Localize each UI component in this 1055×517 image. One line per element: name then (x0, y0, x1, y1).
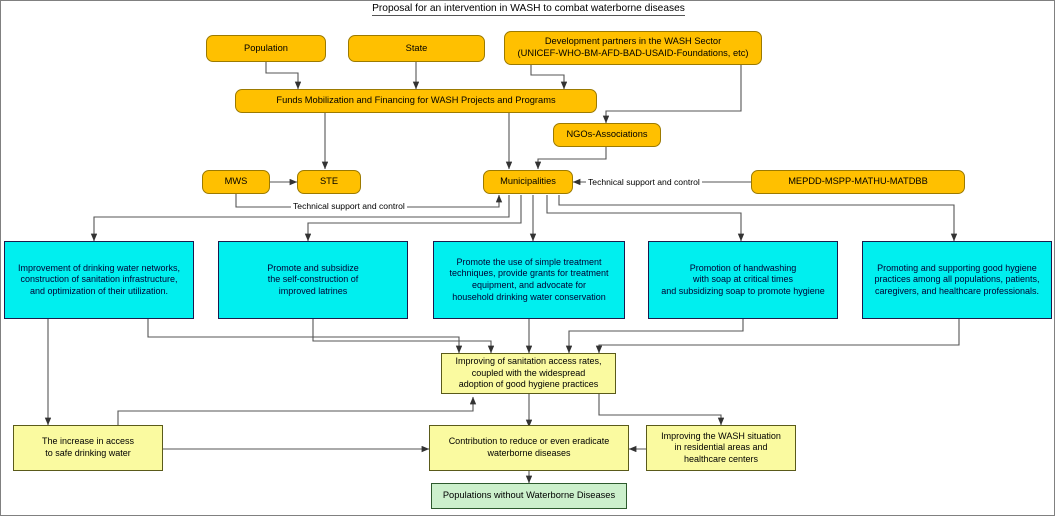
node-funds-mobilization-label: Funds Mobilization and Financing for WAS… (276, 95, 556, 106)
node-outcome-wash-situation-label: Improving the WASH situation in resident… (661, 430, 781, 464)
node-ngos-associations-label: NGOs-Associations (566, 129, 648, 140)
page-title: Proposal for an intervention in WASH to … (1, 3, 1055, 16)
node-ministries[interactable]: MEPDD-MSPP-MATHU-MATDBB (751, 170, 965, 194)
node-action-handwashing[interactable]: Promotion of handwashing with soap at cr… (648, 241, 838, 319)
node-outcome-safe-water[interactable]: The increase in access to safe drinking … (13, 425, 163, 471)
node-action-water-networks[interactable]: Improvement of drinking water networks, … (4, 241, 194, 319)
node-funds-mobilization[interactable]: Funds Mobilization and Financing for WAS… (235, 89, 597, 113)
node-outcome-sanitation[interactable]: Improving of sanitation access rates, co… (441, 353, 616, 394)
node-mws[interactable]: MWS (202, 170, 270, 194)
node-ministries-label: MEPDD-MSPP-MATHU-MATDBB (788, 176, 928, 187)
node-outcome-contribution[interactable]: Contribution to reduce or even eradicate… (429, 425, 629, 471)
node-action-latrines-label: Promote and subsidize the self-construct… (267, 262, 359, 296)
node-action-treatment-label: Promote the use of simple treatment tech… (449, 256, 609, 302)
node-population-label: Population (244, 42, 288, 53)
node-ste[interactable]: STE (297, 170, 361, 194)
node-municipalities[interactable]: Municipalities (483, 170, 573, 194)
node-mws-label: MWS (224, 176, 248, 187)
node-action-hygiene-practices[interactable]: Promoting and supporting good hygiene pr… (862, 241, 1052, 319)
node-action-treatment[interactable]: Promote the use of simple treatment tech… (433, 241, 625, 319)
node-ngos-associations[interactable]: NGOs-Associations (553, 123, 661, 147)
node-action-water-networks-label: Improvement of drinking water networks, … (17, 262, 181, 296)
node-population[interactable]: Population (206, 35, 326, 62)
node-development-partners[interactable]: Development partners in the WASH Sector … (504, 31, 762, 65)
node-action-handwashing-label: Promotion of handwashing with soap at cr… (661, 262, 825, 296)
node-state[interactable]: State (348, 35, 485, 62)
node-state-label: State (405, 42, 428, 53)
node-goal-populations-label: Populations without Waterborne Diseases (442, 490, 616, 501)
node-outcome-sanitation-label: Improving of sanitation access rates, co… (455, 356, 602, 390)
node-outcome-wash-situation[interactable]: Improving the WASH situation in resident… (646, 425, 796, 471)
node-ste-label: STE (319, 176, 339, 187)
node-outcome-safe-water-label: The increase in access to safe drinking … (41, 436, 135, 458)
edge-label-technical-support-left: Technical support and control (291, 201, 407, 211)
page-title-text: Proposal for an intervention in WASH to … (372, 3, 685, 16)
node-goal-populations[interactable]: Populations without Waterborne Diseases (431, 483, 627, 509)
node-outcome-contribution-label: Contribution to reduce or even eradicate… (448, 436, 610, 458)
node-municipalities-label: Municipalities (500, 176, 556, 187)
node-action-hygiene-practices-label: Promoting and supporting good hygiene pr… (874, 262, 1040, 296)
node-action-latrines[interactable]: Promote and subsidize the self-construct… (218, 241, 408, 319)
edge-label-technical-support-right: Technical support and control (586, 177, 702, 187)
node-development-partners-label: Development partners in the WASH Sector … (517, 36, 749, 58)
